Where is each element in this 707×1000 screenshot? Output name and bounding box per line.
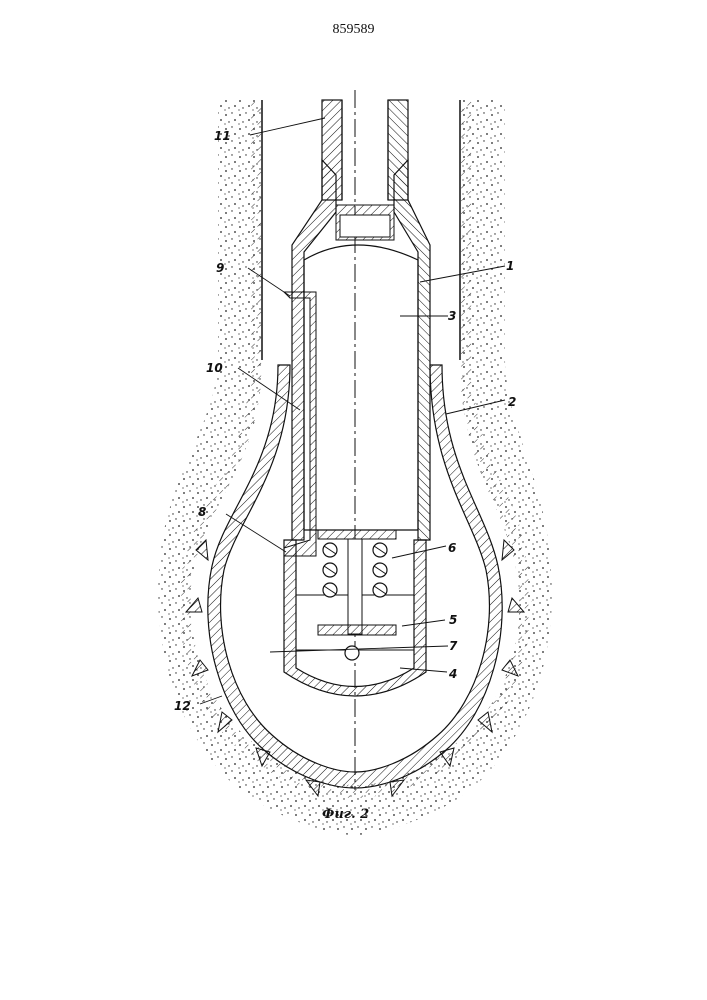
- label-8: 8: [198, 505, 206, 519]
- label-5: 5: [449, 613, 457, 627]
- label-3: 3: [448, 309, 456, 323]
- label-2: 2: [508, 395, 516, 409]
- label-10: 10: [206, 361, 223, 375]
- spring-assembly: [318, 530, 396, 660]
- figure-caption: Фиг. 2: [322, 807, 369, 822]
- label-1: 1: [506, 259, 514, 273]
- label-12: 12: [174, 699, 191, 713]
- label-11: 11: [214, 129, 231, 143]
- label-9: 9: [216, 261, 224, 275]
- label-4: 4: [448, 667, 457, 681]
- chamber: [304, 245, 418, 530]
- label-7: 7: [449, 639, 458, 653]
- label-6: 6: [448, 541, 456, 555]
